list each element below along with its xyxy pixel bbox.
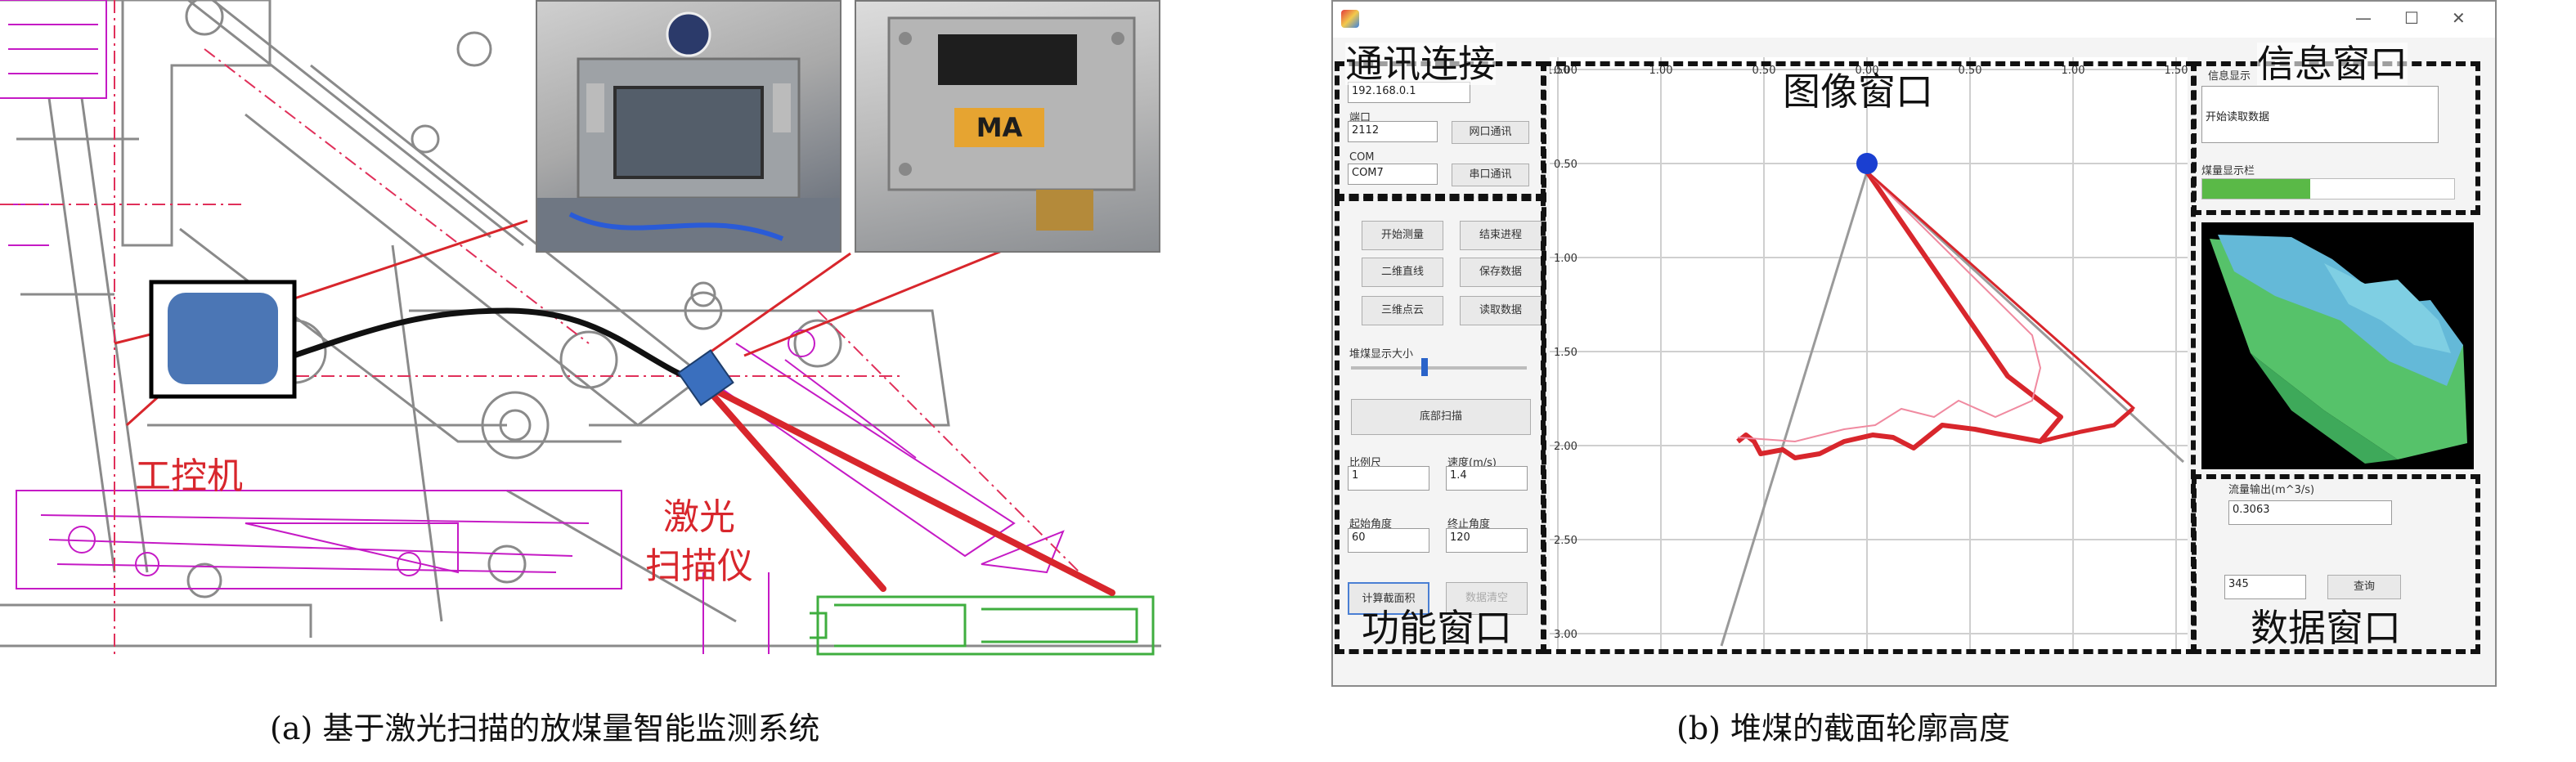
scale-input[interactable]: 1 — [1348, 466, 1429, 491]
y-tick-label: 1.00 — [1554, 253, 1577, 265]
y-tick-label: 1.50 — [1554, 347, 1577, 359]
data-region-label: 数据窗口 — [2251, 606, 2401, 650]
coal-amount-bar-fill — [2202, 179, 2311, 199]
pointcloud-3d-button[interactable]: 三维点云 — [1362, 296, 1443, 325]
info-message-box: 开始读取数据 — [2201, 86, 2439, 143]
save-data-button[interactable]: 保存数据 — [1460, 258, 1542, 287]
caption-a: (a) 基于激光扫描的放煤量智能监测系统 — [270, 710, 820, 746]
coal-amount-bar — [2201, 178, 2455, 199]
panel-a-diagram: MA 工控机 激光 扫描仪 — [0, 0, 1161, 658]
com-label: COM — [1349, 151, 1375, 164]
maximize-icon[interactable]: ☐ — [2404, 8, 2419, 28]
y-tick-label: 2.00 — [1554, 441, 1577, 453]
y-tick-label: 2.50 — [1554, 535, 1577, 547]
read-data-button[interactable]: 读取数据 — [1460, 296, 1542, 325]
bottom-scan-button[interactable]: 底部扫描 — [1351, 399, 1531, 435]
app-icon — [1341, 10, 1359, 28]
coal-amount-label: 煤量显示栏 — [2201, 165, 2255, 177]
start-measure-button[interactable]: 开始测量 — [1362, 221, 1443, 250]
y-tick-label: 3.00 — [1554, 629, 1577, 641]
line-2d-button[interactable]: 二维直线 — [1362, 258, 1443, 287]
end-angle-label: 终止角度 — [1447, 518, 1491, 531]
com-port-input[interactable]: COM7 — [1348, 164, 1438, 185]
close-icon[interactable]: ✕ — [2452, 8, 2466, 28]
caption-b: (b) 堆煤的截面轮廓高度 — [1676, 710, 2011, 746]
speed-input[interactable]: 1.4 — [1446, 466, 1528, 491]
minimize-icon[interactable]: — — [2355, 8, 2372, 28]
serial-connect-button[interactable]: 串口通讯 — [1452, 164, 1529, 186]
info-title: 信息显示 — [2208, 70, 2251, 83]
x-tick-label: 1.50 — [1550, 65, 1569, 77]
start-angle-input[interactable]: 60 — [1348, 528, 1429, 553]
network-connect-button[interactable]: 网口通讯 — [1452, 121, 1529, 144]
ipc-label: 工控机 — [135, 455, 243, 497]
x-tick-label: 1.00 — [2062, 65, 2085, 77]
coal-size-slider-thumb[interactable] — [1421, 358, 1428, 376]
coal-profile-thin — [1737, 171, 2042, 443]
clear-data-button[interactable]: 数据清空 — [1446, 582, 1528, 615]
x-tick-label: 0.50 — [1752, 65, 1776, 77]
coal-size-slider-track[interactable] — [1351, 366, 1527, 370]
image-plot-area: 1.50 1.00 0.50 0.00 0.50 1.00 1.50 0.00 0.50 1.0… — [1546, 57, 2188, 654]
image-region-label: 图像窗口 — [1783, 69, 1933, 114]
coal-profile-line — [1736, 170, 2063, 460]
info-region-label: 信息窗口 — [2257, 42, 2408, 86]
hydraulic-support-drawing — [0, 0, 1161, 656]
port-input[interactable]: 2112 — [1348, 121, 1438, 142]
start-angle-label: 起始角度 — [1349, 518, 1393, 531]
x-tick-label: 0.00 — [1856, 65, 1879, 77]
profile-plot: 1.50 1.00 0.50 0.00 0.50 1.00 1.50 0.00 0.50 1.0… — [1546, 57, 2188, 654]
scanner-photo-front: MA — [855, 0, 1160, 253]
ip-address-input[interactable]: 192.168.0.1 — [1348, 82, 1470, 103]
window-titlebar: — ☐ ✕ — [1333, 2, 2495, 38]
image-region-frame — [1542, 61, 2196, 654]
calc-area-button[interactable]: 计算截面积 — [1348, 582, 1429, 615]
comm-region-label: 通讯连接 — [1345, 42, 1496, 86]
flow-output-value: 0.3063 — [2228, 500, 2392, 525]
point-cloud-view — [2201, 222, 2474, 469]
function-region-frame — [1335, 196, 1546, 654]
scanner-origin-marker — [1856, 153, 1878, 174]
ma-badge-text: MA — [976, 112, 1023, 143]
coal-profile-right — [2040, 407, 2134, 444]
end-angle-input[interactable]: 120 — [1446, 528, 1528, 553]
query-button[interactable]: 查询 — [2327, 575, 2401, 599]
x-tick-label: 1.00 — [1649, 65, 1673, 77]
function-region-label: 功能窗口 — [1362, 606, 1512, 650]
x-tick-label: 1.50 — [2165, 65, 2188, 77]
x-tick-label: 0.50 — [1959, 65, 1982, 77]
y-tick-label: 0.50 — [1554, 159, 1577, 171]
record-count-input[interactable]: 345 — [2224, 575, 2306, 599]
flow-output-label: 流量输出(m^3/s) — [2228, 484, 2315, 496]
y-tick-label: 0.00 — [1554, 65, 1577, 77]
scanner-label-line1: 激光 — [663, 496, 735, 538]
coal-size-slider-label: 堆煤显示大小 — [1349, 348, 1414, 361]
scanner-photo-top — [536, 0, 841, 253]
data-region-frame — [2192, 474, 2480, 654]
scanner-label-line2: 扫描仪 — [645, 545, 753, 587]
